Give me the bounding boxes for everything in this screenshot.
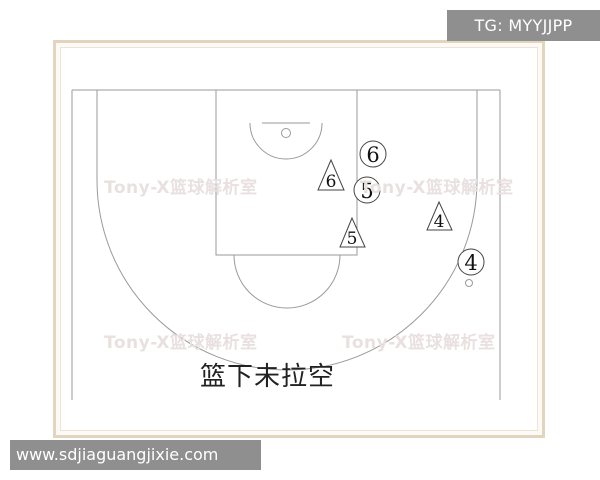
watermark-text: Tony-X篮球解析室 [104,178,258,198]
offense-player-6: 6 [359,140,387,168]
diagram-canvas [60,47,538,431]
svg-text:6: 6 [366,143,379,167]
svg-text:6: 6 [326,172,337,192]
ball-marker [465,279,473,287]
website-banner: www.sdjiaguangjixie.com [10,440,261,470]
offense-player-4: 4 [457,248,485,276]
defense-player-6: 6 [317,158,345,192]
free-throw-circle [233,254,341,309]
svg-text:4: 4 [464,251,477,275]
diagram-caption: 篮下未拉空 [200,362,336,392]
svg-text:5: 5 [347,229,358,249]
hoop [281,128,291,138]
paint-lane [215,89,358,256]
watermark-text: Tony-X篮球解析室 [342,333,496,353]
diagram-frame [53,40,545,438]
svg-text:5: 5 [360,179,373,203]
offense-player-5: 5 [353,176,381,204]
three-point-arc [96,179,478,371]
defense-player-5: 5 [339,216,366,249]
watermark-text: Tony-X篮球解析室 [360,178,514,198]
defense-player-4: 4 [426,200,453,232]
watermark-text: Tony-X篮球解析室 [104,333,258,353]
svg-text:4: 4 [434,212,445,232]
telegram-banner: TG: MYYJJPP [447,10,600,41]
restricted-area-arc [249,122,323,160]
